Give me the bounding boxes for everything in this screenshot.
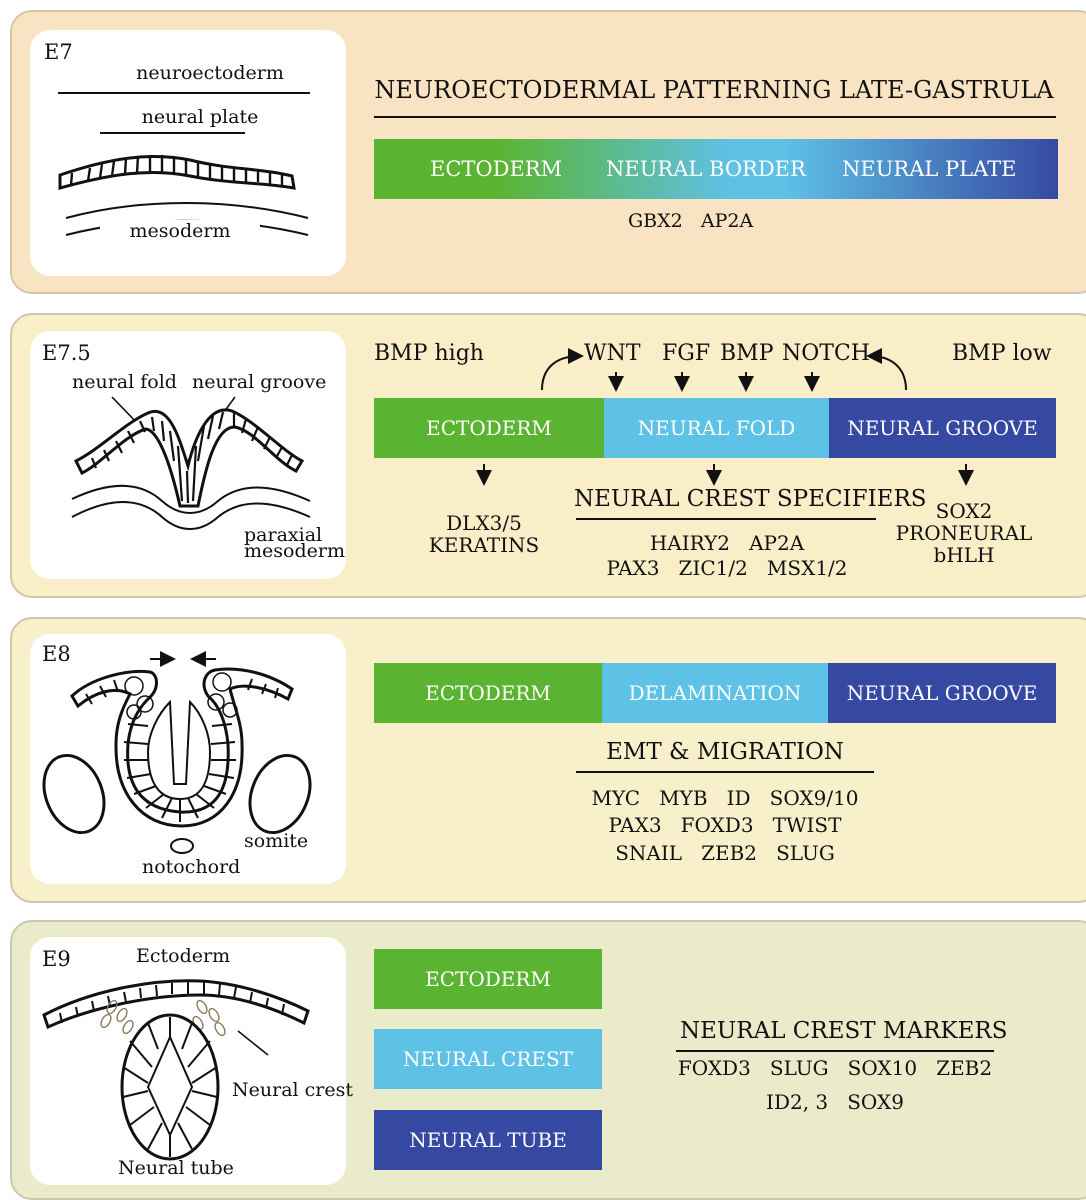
specifiers-row-2: PAX3 ZIC1/2 MSX1/2 (574, 556, 880, 580)
neural-crest-label: Neural crest (232, 1079, 353, 1101)
emt-underline (576, 771, 874, 773)
bmp-low-label: BMP low (952, 341, 1052, 366)
panel-title: NEUROECTODERMAL PATTERNING LATE-GASTRULA (374, 76, 1054, 104)
e7-illustration-card: E7 neuroectoderm neural plate mesoderm (30, 30, 346, 276)
notochord-label: notochord (142, 856, 240, 878)
bar-neural-fold: NEURAL FOLD (604, 398, 829, 458)
mesoderm-label: mesoderm (100, 220, 260, 242)
gradient-label-neural-border: NEURAL BORDER (606, 157, 806, 181)
bmp-high-label: BMP high (374, 341, 484, 366)
e9-illustration-card: E9 Ectoderm Neural crest Neural tube (30, 937, 346, 1185)
title-underline (374, 116, 1056, 118)
neural-tube-label: Neural tube (118, 1157, 234, 1179)
specifiers-underline (576, 518, 876, 520)
specifiers-row-1: HAIRY2 AP2A (574, 531, 880, 555)
e7-5-illustration-card: E7.5 neural fold neural groove paraxial … (30, 331, 346, 579)
gradient-label-neural-plate: NEURAL PLATE (842, 157, 1016, 181)
groove-gene-proneural: PRONEURAL (894, 522, 1034, 544)
box-ectoderm: ECTODERM (374, 949, 602, 1009)
markers-underline (676, 1050, 994, 1052)
emt-title: EMT & MIGRATION (576, 739, 874, 765)
signal-arrows (520, 338, 920, 398)
emt-row-1: MYC MYB ID SOX9/10 (576, 786, 874, 810)
bar-ectoderm: ECTODERM (374, 398, 604, 458)
emt-row-3: SNAIL ZEB2 SLUG (576, 841, 874, 865)
gradient-label-ectoderm: ECTODERM (430, 157, 562, 181)
markers-title: NEURAL CREST MARKERS (680, 1018, 990, 1044)
ectoderm-gene-dlx: DLX3/5 (404, 512, 564, 534)
e8-illustration-card: E8 somite notochord (30, 634, 346, 884)
bar-neural-groove: NEURAL GROOVE (828, 663, 1056, 723)
box-neural-tube: NEURAL TUBE (374, 1110, 602, 1170)
ectoderm-gene-keratins: KERATINS (404, 534, 564, 556)
mesoderm-label: mesoderm (244, 543, 345, 559)
box-neural-crest: NEURAL CREST (374, 1029, 602, 1089)
specifiers-title: NEURAL CREST SPECIFIERS (574, 486, 880, 512)
neural-tube-drawing (30, 937, 346, 1185)
emt-row-2: PAX3 FOXD3 TWIST (576, 813, 874, 837)
border-genes: GBX2 AP2A (628, 210, 753, 232)
somite-label: somite (244, 830, 308, 852)
bar-neural-groove: NEURAL GROOVE (829, 398, 1056, 458)
markers-row-1: FOXD3 SLUG SOX10 ZEB2 (670, 1056, 1000, 1080)
groove-gene-bhlh: bHLH (894, 544, 1034, 566)
markers-row-2: ID2, 3 SOX9 (670, 1090, 1000, 1114)
bar-ectoderm: ECTODERM (374, 663, 602, 723)
bar-delamination: DELAMINATION (602, 663, 828, 723)
groove-gene-sox2: SOX2 (894, 500, 1034, 522)
